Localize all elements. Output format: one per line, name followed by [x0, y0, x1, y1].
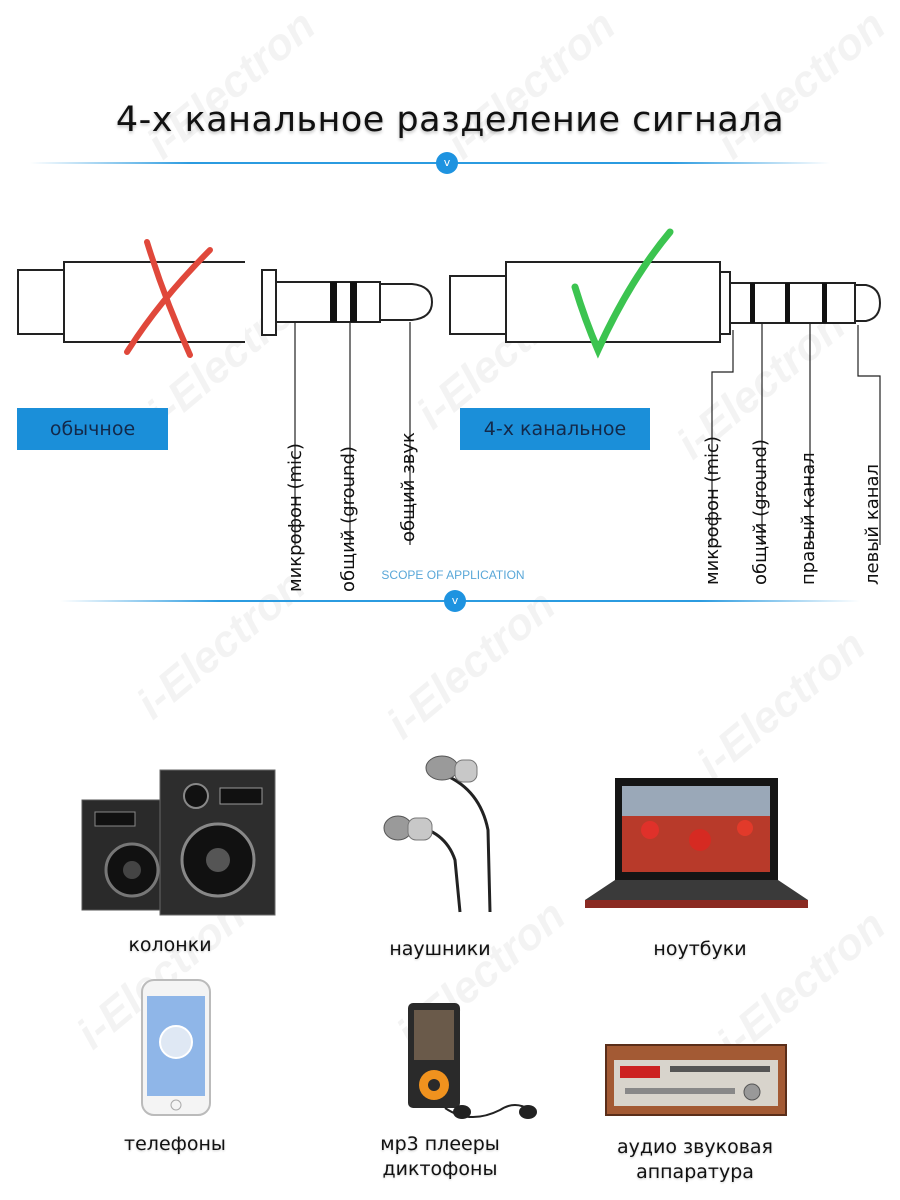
jack-diagram — [17, 228, 882, 545]
cross-icon — [124, 239, 213, 358]
application-label: ноутбуки — [653, 938, 747, 960]
application-label: наушники — [389, 938, 491, 960]
application-label: колонки — [128, 934, 212, 956]
standard-jack-icon — [17, 261, 434, 343]
earphones-icon — [383, 755, 492, 913]
check-icon — [571, 228, 674, 359]
laptop-icon — [585, 778, 808, 908]
application-label: аудио звуковая аппаратура — [575, 1135, 815, 1185]
divider — [30, 162, 830, 164]
application-label-line: аудио звуковая — [617, 1136, 773, 1158]
application-label: мр3 плееры диктофоны — [320, 1132, 560, 1182]
scope-title: SCOPE OF APPLICATION — [381, 568, 525, 582]
leader-lines — [294, 322, 881, 545]
page-title: 4-х канальное разделение сигнала — [115, 100, 785, 140]
application-label-line: диктофоны — [382, 1158, 498, 1180]
application-label-line: аппаратура — [636, 1161, 754, 1183]
chevron-badge: v — [436, 152, 458, 174]
audio-system-icon — [605, 1044, 787, 1116]
four-channel-tag: 4-х канальное — [460, 408, 650, 450]
mp3-player-icon — [408, 1003, 537, 1119]
application-label-line: мр3 плееры — [380, 1133, 500, 1155]
standard-tag: обычное — [17, 408, 168, 450]
application-label: телефоны — [124, 1133, 226, 1155]
four-channel-jack-icon — [449, 261, 882, 343]
chevron-badge: v — [444, 590, 466, 612]
phone-icon — [141, 979, 211, 1116]
speakers-icon — [81, 769, 276, 916]
